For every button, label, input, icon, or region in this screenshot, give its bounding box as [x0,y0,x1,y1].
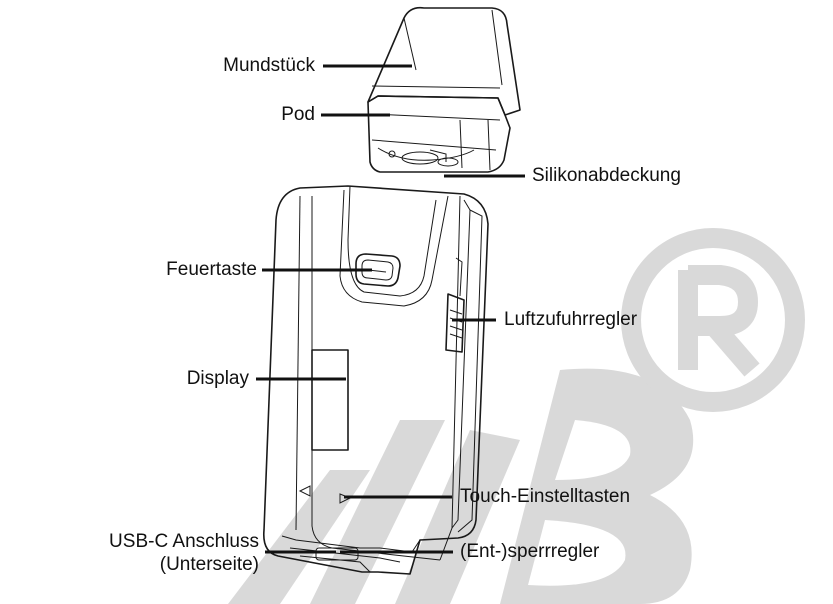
label-usb-line2: (Unterseite) [159,554,259,575]
display-window [311,349,349,451]
mouthpiece-part [367,6,521,116]
label-pod: Pod [281,104,315,125]
watermark-stroke [228,470,370,604]
airflow-slider [445,257,465,353]
label-usb-line1: USB-C Anschluss [109,531,259,552]
label-mouthpiece: Mundstück [223,55,315,76]
touch-left-triangle [298,485,311,497]
pod-part [367,95,511,173]
label-usb-port: USB-C Anschluss (Unterseite) [109,530,259,576]
watermark-stroke [395,430,520,604]
registered-trademark-icon [621,228,805,412]
label-lock-switch: (Ent-)sperrregler [460,541,600,562]
watermark-stroke [310,420,445,604]
label-airflow-control: Luftzufuhrregler [504,309,638,330]
label-display: Display [186,368,249,389]
label-touch-buttons: Touch-Einstelltasten [460,486,631,507]
label-silicone-cover: Silikonabdeckung [532,165,681,186]
label-fire-button: Feuertaste [166,259,257,280]
